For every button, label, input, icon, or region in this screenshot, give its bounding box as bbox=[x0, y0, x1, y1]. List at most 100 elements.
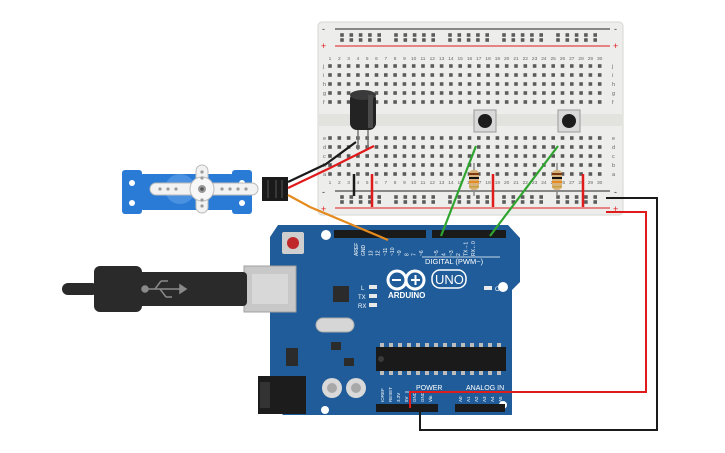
breadboard-hole[interactable] bbox=[411, 172, 416, 176]
rail-hole[interactable] bbox=[565, 195, 570, 199]
breadboard-hole[interactable] bbox=[597, 64, 602, 68]
breadboard-hole[interactable] bbox=[486, 163, 490, 167]
power-header[interactable] bbox=[376, 404, 438, 412]
breadboard-hole[interactable] bbox=[356, 73, 360, 77]
rail-hole[interactable] bbox=[539, 195, 543, 199]
breadboard-hole[interactable] bbox=[402, 82, 407, 86]
breadboard-hole[interactable] bbox=[486, 73, 490, 77]
breadboard-hole[interactable] bbox=[439, 91, 444, 95]
breadboard-hole[interactable] bbox=[579, 82, 583, 86]
breadboard-hole[interactable] bbox=[328, 163, 332, 167]
rail-hole[interactable] bbox=[340, 33, 344, 37]
breadboard-hole[interactable] bbox=[504, 73, 509, 77]
breadboard-hole[interactable] bbox=[486, 91, 490, 95]
breadboard-hole[interactable] bbox=[439, 154, 444, 158]
breadboard-hole[interactable] bbox=[523, 73, 528, 77]
wire-green-button-1[interactable] bbox=[439, 145, 478, 237]
breadboard-hole[interactable] bbox=[328, 64, 332, 68]
breadboard-hole[interactable] bbox=[477, 136, 481, 140]
rail-hole[interactable] bbox=[539, 33, 543, 37]
breadboard-hole[interactable] bbox=[384, 145, 388, 149]
breadboard-hole[interactable] bbox=[449, 100, 453, 104]
breadboard-hole[interactable] bbox=[421, 73, 425, 77]
rail-hole[interactable] bbox=[457, 33, 462, 37]
breadboard-hole[interactable] bbox=[346, 154, 351, 158]
breadboard-hole[interactable] bbox=[560, 73, 565, 77]
rail-hole[interactable] bbox=[448, 38, 452, 42]
breadboard-hole[interactable] bbox=[384, 172, 388, 176]
breadboard-hole[interactable] bbox=[421, 100, 425, 104]
breadboard-hole[interactable] bbox=[384, 82, 388, 86]
rail-hole[interactable] bbox=[530, 195, 534, 199]
breadboard-hole[interactable] bbox=[328, 91, 332, 95]
breadboard-hole[interactable] bbox=[477, 145, 481, 149]
breadboard-hole[interactable] bbox=[514, 145, 518, 149]
rail-hole[interactable] bbox=[593, 200, 597, 204]
rail-hole[interactable] bbox=[377, 195, 381, 199]
breadboard-hole[interactable] bbox=[495, 73, 500, 77]
breadboard-hole[interactable] bbox=[532, 73, 537, 77]
rail-hole[interactable] bbox=[422, 200, 426, 204]
rail-hole[interactable] bbox=[431, 195, 435, 199]
breadboard-hole[interactable] bbox=[430, 136, 435, 140]
breadboard-hole[interactable] bbox=[532, 163, 537, 167]
rail-hole[interactable] bbox=[466, 33, 471, 37]
breadboard-hole[interactable] bbox=[458, 163, 462, 167]
breadboard-hole[interactable] bbox=[430, 64, 435, 68]
digital-header-left[interactable] bbox=[334, 230, 426, 238]
rail-hole[interactable] bbox=[476, 38, 480, 42]
breadboard-hole[interactable] bbox=[486, 172, 490, 176]
breadboard-hole[interactable] bbox=[597, 82, 602, 86]
rail-hole[interactable] bbox=[574, 33, 579, 37]
breadboard-hole[interactable] bbox=[579, 172, 583, 176]
rail-hole[interactable] bbox=[502, 195, 506, 199]
breadboard-hole[interactable] bbox=[495, 154, 500, 158]
rail-hole[interactable] bbox=[574, 38, 579, 42]
breadboard-hole[interactable] bbox=[430, 172, 435, 176]
dc-power-jack[interactable] bbox=[258, 376, 306, 414]
resistor-2[interactable] bbox=[552, 163, 562, 196]
breadboard-hole[interactable] bbox=[449, 64, 453, 68]
rail-hole[interactable] bbox=[593, 195, 597, 199]
breadboard-hole[interactable] bbox=[477, 100, 481, 104]
breadboard-hole[interactable] bbox=[346, 73, 351, 77]
breadboard-hole[interactable] bbox=[393, 64, 397, 68]
breadboard-hole[interactable] bbox=[467, 145, 472, 149]
rail-hole[interactable] bbox=[584, 33, 588, 37]
breadboard-hole[interactable] bbox=[523, 136, 528, 140]
analog-header[interactable] bbox=[455, 404, 505, 412]
rail-hole[interactable] bbox=[431, 38, 435, 42]
breadboard-hole[interactable] bbox=[514, 100, 518, 104]
breadboard-hole[interactable] bbox=[337, 82, 342, 86]
rail-hole[interactable] bbox=[485, 195, 489, 199]
breadboard-hole[interactable] bbox=[411, 154, 416, 158]
breadboard-hole[interactable] bbox=[421, 163, 425, 167]
breadboard-hole[interactable] bbox=[514, 172, 518, 176]
breadboard-hole[interactable] bbox=[356, 64, 360, 68]
breadboard-hole[interactable] bbox=[588, 172, 593, 176]
rail-hole[interactable] bbox=[466, 38, 471, 42]
breadboard-hole[interactable] bbox=[365, 172, 369, 176]
breadboard-hole[interactable] bbox=[486, 154, 490, 158]
rail-hole[interactable] bbox=[358, 200, 363, 204]
breadboard-hole[interactable] bbox=[542, 172, 546, 176]
rail-hole[interactable] bbox=[431, 200, 435, 204]
breadboard-hole[interactable] bbox=[384, 100, 388, 104]
breadboard-hole[interactable] bbox=[467, 154, 472, 158]
breadboard-hole[interactable] bbox=[328, 100, 332, 104]
breadboard-hole[interactable] bbox=[551, 91, 555, 95]
breadboard-hole[interactable] bbox=[542, 154, 546, 158]
digital-header-right[interactable] bbox=[432, 230, 506, 238]
breadboard-hole[interactable] bbox=[514, 154, 518, 158]
breadboard-hole[interactable] bbox=[542, 91, 546, 95]
breadboard-hole[interactable] bbox=[439, 64, 444, 68]
breadboard-hole[interactable] bbox=[551, 73, 555, 77]
breadboard-hole[interactable] bbox=[532, 100, 537, 104]
breadboard-hole[interactable] bbox=[402, 163, 407, 167]
breadboard-hole[interactable] bbox=[532, 64, 537, 68]
breadboard-hole[interactable] bbox=[597, 154, 602, 158]
rail-hole[interactable] bbox=[502, 33, 506, 37]
breadboard-hole[interactable] bbox=[449, 82, 453, 86]
resistor-1[interactable] bbox=[469, 163, 479, 196]
breadboard-hole[interactable] bbox=[532, 91, 537, 95]
